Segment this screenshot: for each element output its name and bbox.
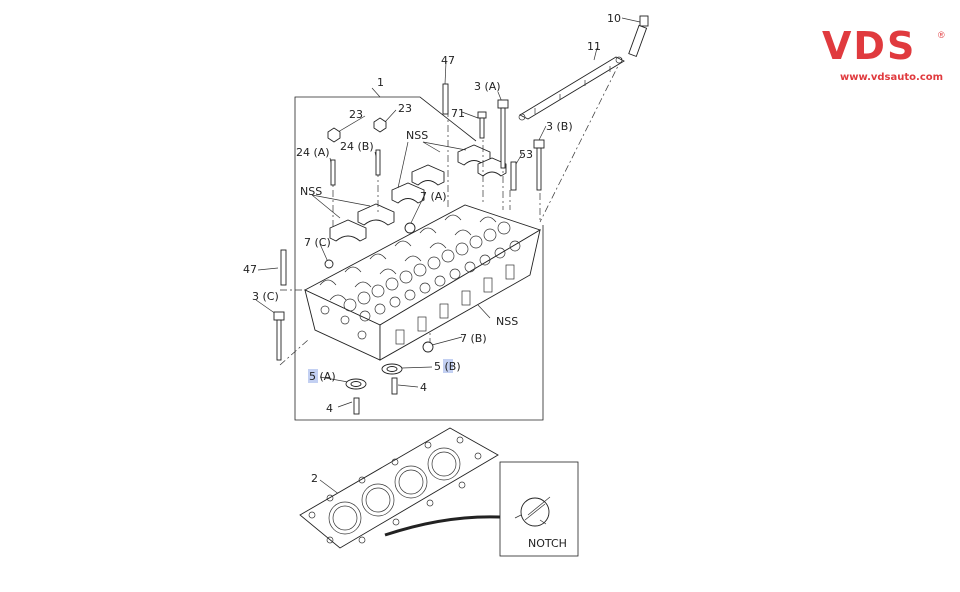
small-parts bbox=[273, 15, 649, 415]
head-gasket bbox=[299, 427, 501, 549]
callout-nss-right: NSS bbox=[496, 315, 518, 328]
callout-3c: 3 (C) bbox=[252, 290, 279, 303]
callout-4-left: 4 bbox=[326, 402, 333, 415]
callout-7c: 7 (C) bbox=[304, 236, 331, 249]
logo-text: VDS bbox=[822, 24, 917, 68]
callout-3a: 3 (A) bbox=[474, 80, 501, 93]
notch-label: NOTCH bbox=[528, 537, 567, 550]
callout-47-left: 47 bbox=[243, 263, 257, 276]
highlight-5a bbox=[308, 369, 318, 383]
callout-5b: 5 (B) bbox=[434, 360, 461, 373]
cam-caps bbox=[329, 144, 507, 242]
callout-7b: 7 (B) bbox=[460, 332, 487, 345]
brand-url: www.vdsauto.com bbox=[840, 72, 944, 83]
callout-nss-left: NSS bbox=[300, 185, 322, 198]
callout-24a: 24 (A) bbox=[296, 146, 330, 159]
callout-2: 2 bbox=[311, 472, 318, 485]
callout-5a: 5 (A) bbox=[309, 370, 336, 383]
callout-47-top: 47 bbox=[441, 54, 455, 67]
assembly-frame bbox=[294, 96, 544, 421]
callout-nss-top: NSS bbox=[406, 129, 428, 142]
callout-11: 11 bbox=[587, 40, 601, 53]
callout-23b: 23 bbox=[398, 102, 412, 115]
logo-registered-mark: ® bbox=[938, 30, 945, 40]
highlight-5b bbox=[443, 359, 453, 373]
callout-53: 53 bbox=[519, 148, 533, 161]
assembly-frame-top bbox=[380, 96, 477, 142]
callout-1: 1 bbox=[377, 76, 384, 89]
callout-23a: 23 bbox=[349, 108, 363, 121]
callout-4-right: 4 bbox=[420, 381, 427, 394]
callout-labels: 1 23 23 24 (A) 24 (B) NSS NSS 7 (A) 7 (C… bbox=[243, 12, 621, 550]
callout-71: 71 bbox=[451, 107, 465, 120]
callout-7a: 7 (A) bbox=[420, 190, 447, 203]
callout-3b: 3 (B) bbox=[546, 120, 573, 133]
callout-10: 10 bbox=[607, 12, 621, 25]
brand-logo: VDS ® www.vdsauto.com bbox=[820, 26, 950, 88]
cylinder-head bbox=[303, 204, 542, 361]
notch-detail bbox=[499, 461, 579, 557]
callout-24b: 24 (B) bbox=[340, 140, 374, 153]
